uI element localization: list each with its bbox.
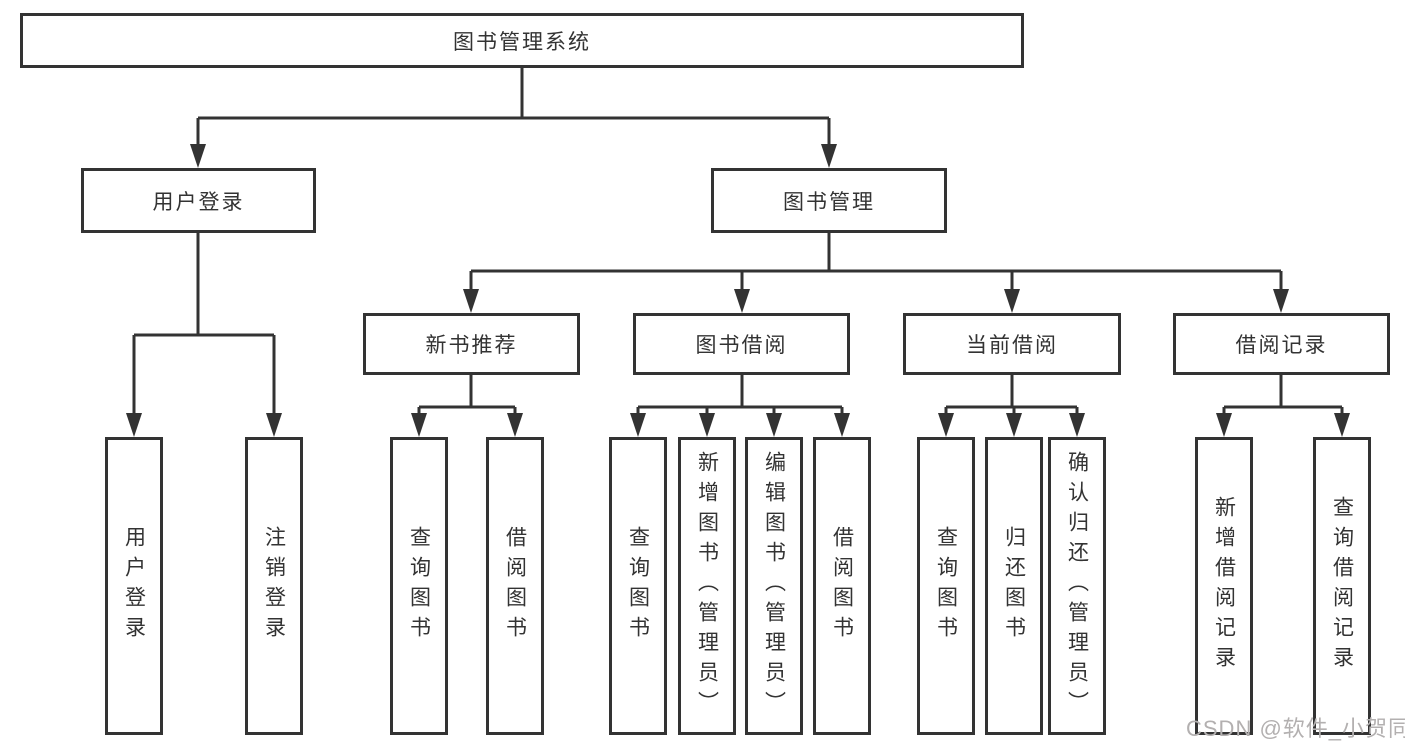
leaf-return-book: 归还图书	[985, 437, 1043, 735]
leaf-query-book-current: 查询图书	[917, 437, 975, 735]
node-label: 借阅图书	[830, 526, 854, 646]
node-label: 新增图书（管理员）	[695, 451, 719, 721]
node-label: 新书推荐	[425, 334, 518, 357]
leaf-borrow-book: 借阅图书	[813, 437, 871, 735]
node-label: 借阅记录	[1235, 334, 1328, 357]
node-label: 新增借阅记录	[1212, 496, 1236, 676]
node-label: 图书借阅	[695, 334, 788, 357]
node-label: 查询借阅记录	[1330, 496, 1354, 676]
leaf-confirm-return-admin: 确认归还（管理员）	[1048, 437, 1106, 735]
node-current-borrow: 当前借阅	[903, 313, 1121, 375]
leaf-add-book-admin: 新增图书（管理员）	[678, 437, 736, 735]
leaf-query-book-recommend: 查询图书	[390, 437, 448, 735]
node-label: 借阅图书	[503, 526, 527, 646]
node-label: 当前借阅	[966, 334, 1058, 357]
node-label: 查询图书	[626, 526, 650, 646]
node-label: 图书管理系统	[453, 30, 591, 54]
node-label: 图书管理	[783, 190, 875, 214]
node-book-borrow: 图书借阅	[633, 313, 850, 375]
node-label: 注销登录	[262, 526, 286, 646]
node-label: 用户登录	[152, 190, 245, 214]
csdn-watermark: CSDN @软件_小贺同学	[1186, 716, 1405, 741]
leaf-logout: 注销登录	[245, 437, 303, 735]
node-book-management: 图书管理	[711, 168, 947, 233]
node-label: 查询图书	[934, 526, 958, 646]
leaf-query-book-borrow: 查询图书	[609, 437, 667, 735]
node-borrow-record: 借阅记录	[1173, 313, 1390, 375]
node-label: 用户登录	[122, 526, 146, 646]
node-user-login: 用户登录	[81, 168, 316, 233]
leaf-user-login: 用户登录	[105, 437, 163, 735]
leaf-query-borrow-record: 查询借阅记录	[1313, 437, 1371, 735]
node-label: 编辑图书（管理员）	[762, 451, 786, 721]
node-new-book-recommend: 新书推荐	[363, 313, 580, 375]
node-library-system-root: 图书管理系统	[20, 13, 1024, 68]
arrowhead-icons	[126, 144, 1350, 437]
leaf-borrow-book-recommend: 借阅图书	[486, 437, 544, 735]
node-label: 确认归还（管理员）	[1065, 451, 1089, 721]
node-label: 查询图书	[407, 526, 431, 646]
leaf-add-borrow-record: 新增借阅记录	[1195, 437, 1253, 735]
node-label: 归还图书	[1002, 526, 1026, 646]
leaf-edit-book-admin: 编辑图书（管理员）	[745, 437, 803, 735]
